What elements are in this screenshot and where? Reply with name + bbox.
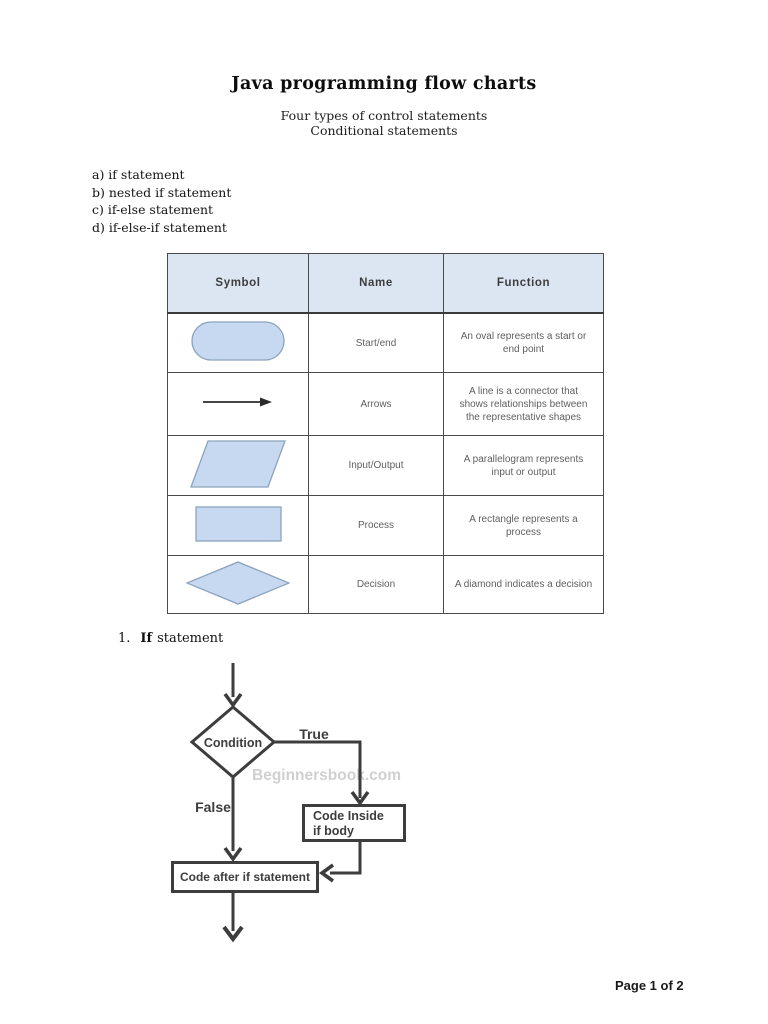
code-inside-box [302,804,406,842]
if-statement-flowchart: Beginnersbook.com Condition [171,663,406,943]
oval-shape-icon [191,321,285,361]
rectangle-shape-icon [194,505,282,542]
code-inside-label-line1: Code Inside [313,809,384,823]
table-header-row: Symbol Name Function [167,253,604,314]
symbol-cell [167,312,309,373]
table-row: Start/end An oval represents a start or … [167,312,604,373]
list-item: d) if-else-if statement [92,219,227,235]
subtitle-line-2: Conditional statements [310,123,458,138]
symbol-cell [167,555,309,614]
function-cell: A rectangle represents a process [443,495,604,556]
symbol-cell [167,495,309,556]
arrow-shape-icon [203,397,272,407]
false-label: False [195,799,231,815]
arrowhead-down-icon [223,692,243,709]
list-item: a) if statement [92,167,185,182]
join-line [330,841,362,875]
subtitle: Four types of control statements Conditi… [0,108,768,138]
function-cell: A parallelogram represents input or outp… [443,435,604,496]
statement-type-list: a) if statement b) nested if statement c… [92,166,231,236]
name-cell: Process [308,495,444,556]
symbol-cell [167,372,309,436]
arrowhead-down-icon [223,846,243,863]
section-keyword: If [140,631,153,646]
true-branch-line [274,740,362,798]
list-item: b) nested if statement [92,184,232,200]
col-header-symbol: Symbol [167,253,309,314]
arrowhead-left-icon [318,863,335,883]
symbol-cell [167,435,309,496]
function-cell: A diamond indicates a decision [443,555,604,614]
name-cell: Input/Output [308,435,444,496]
parallelogram-shape-icon [190,439,286,488]
condition-label: Condition [204,736,262,750]
name-cell: Arrows [308,372,444,436]
watermark-text: Beginnersbook.com [252,767,401,784]
section-heading: 1. If statement [118,631,223,646]
section-number: 1. [118,631,131,646]
list-item: c) if-else statement [92,202,214,218]
arrowhead-down-icon [222,925,244,943]
table-row: Input/Output A parallelogram represents … [167,435,604,496]
code-inside-label-line2: if body [313,824,354,838]
name-cell: Decision [308,555,444,614]
col-header-function: Function [443,253,604,314]
page-number-label: Page 1 of 2 [615,978,684,993]
arrowhead-down-icon [350,790,370,807]
code-after-box [171,861,319,893]
diamond-shape-icon [185,560,291,605]
function-cell: An oval represents a start or end point [443,312,604,373]
code-after-label: Code after if statement [180,870,310,884]
function-cell: A line is a connector that shows relatio… [443,372,604,436]
table-row: Arrows A line is a connector that shows … [167,372,604,436]
page-title: Java programming flow charts [231,74,537,94]
section-rest: statement [157,631,224,646]
table-row: Decision A diamond indicates a decision [167,555,604,614]
col-header-name: Name [308,253,444,314]
table-row: Process A rectangle represents a process [167,495,604,556]
subtitle-line-1: Four types of control statements [280,108,488,123]
symbol-table: Symbol Name Function Start/end An oval r… [167,253,604,614]
name-cell: Start/end [308,312,444,373]
true-label: True [299,726,329,742]
